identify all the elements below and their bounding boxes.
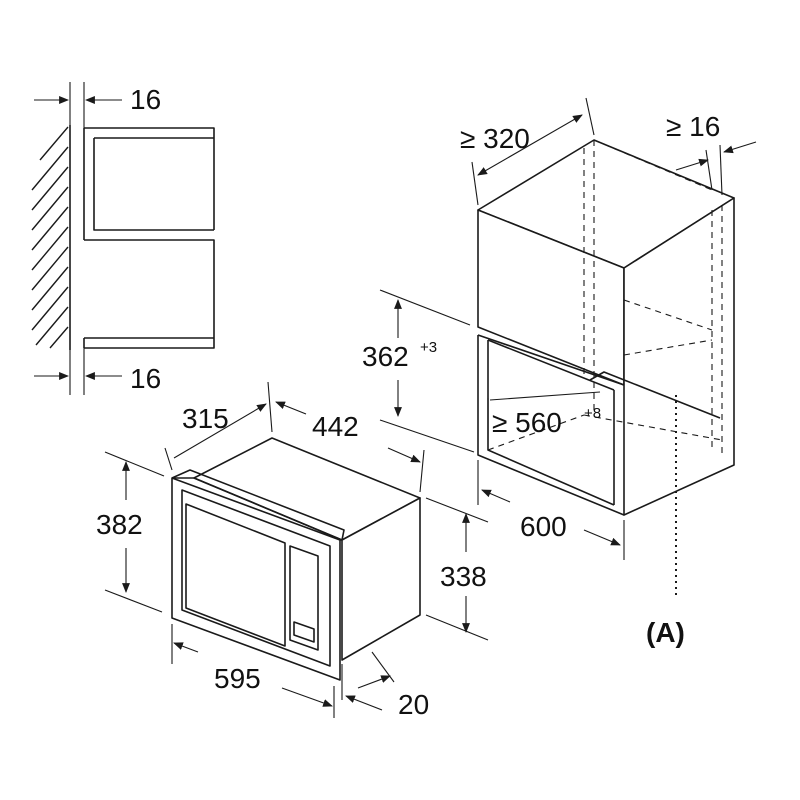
dim-oven-side-depth: 315 [164, 381, 273, 471]
dim-side-top-gap: 16 [34, 82, 161, 128]
oven-right-face [341, 497, 421, 661]
callout-label: (A) [646, 617, 685, 648]
dim-niche-side-gap: ≥ 16 [666, 111, 757, 196]
niche-width-label: ≥ 560 [492, 407, 562, 438]
oven-frame-height-label: 382 [96, 509, 143, 540]
dim-oven-frame-thickness: 20 [341, 651, 429, 720]
dim-oven-body-depth: 442 [275, 401, 425, 493]
niche-side-gap-label: ≥ 16 [666, 111, 720, 142]
microwave-oven [171, 437, 421, 681]
dim-niche-width: ≥ 560 +8 [487, 391, 601, 440]
oven-control-panel [289, 545, 319, 651]
niche-height-tolerance: +3 [420, 339, 437, 356]
cabinet-section [83, 127, 215, 349]
oven-door-window [185, 503, 286, 647]
niche-width-tolerance: +8 [584, 405, 601, 422]
dim-side-bottom-gap: 16 [34, 348, 161, 395]
niche-depth-label: ≥ 320 [460, 123, 530, 154]
oven-body-depth-label: 442 [312, 411, 359, 442]
wall-hatching [31, 125, 71, 350]
side-section-view: 16 16 [31, 82, 215, 395]
oven-frame-thickness-label: 20 [398, 689, 429, 720]
niche-cabinet: (A) [477, 139, 735, 648]
oven-frame-width-label: 595 [214, 663, 261, 694]
oven-button [293, 621, 315, 643]
side-bottom-gap-label: 16 [130, 363, 161, 394]
niche-cabinet-depth-label: 600 [520, 511, 567, 542]
dim-niche-height: 362 +3 [362, 289, 475, 453]
side-top-gap-label: 16 [130, 84, 161, 115]
oven-body-height-label: 338 [440, 561, 487, 592]
dim-niche-cabinet-depth: 600 [477, 460, 625, 560]
dim-niche-depth: ≥ 320 [460, 97, 595, 206]
dim-oven-frame-height: 382 [96, 451, 165, 613]
cabinet-right-face [623, 197, 735, 516]
niche-height-label: 362 [362, 341, 409, 372]
dim-oven-body-height: 338 [425, 497, 489, 641]
oven-frame [171, 477, 341, 681]
oven-side-depth-label: 315 [182, 403, 229, 434]
dim-oven-frame-width: 595 [171, 624, 335, 718]
